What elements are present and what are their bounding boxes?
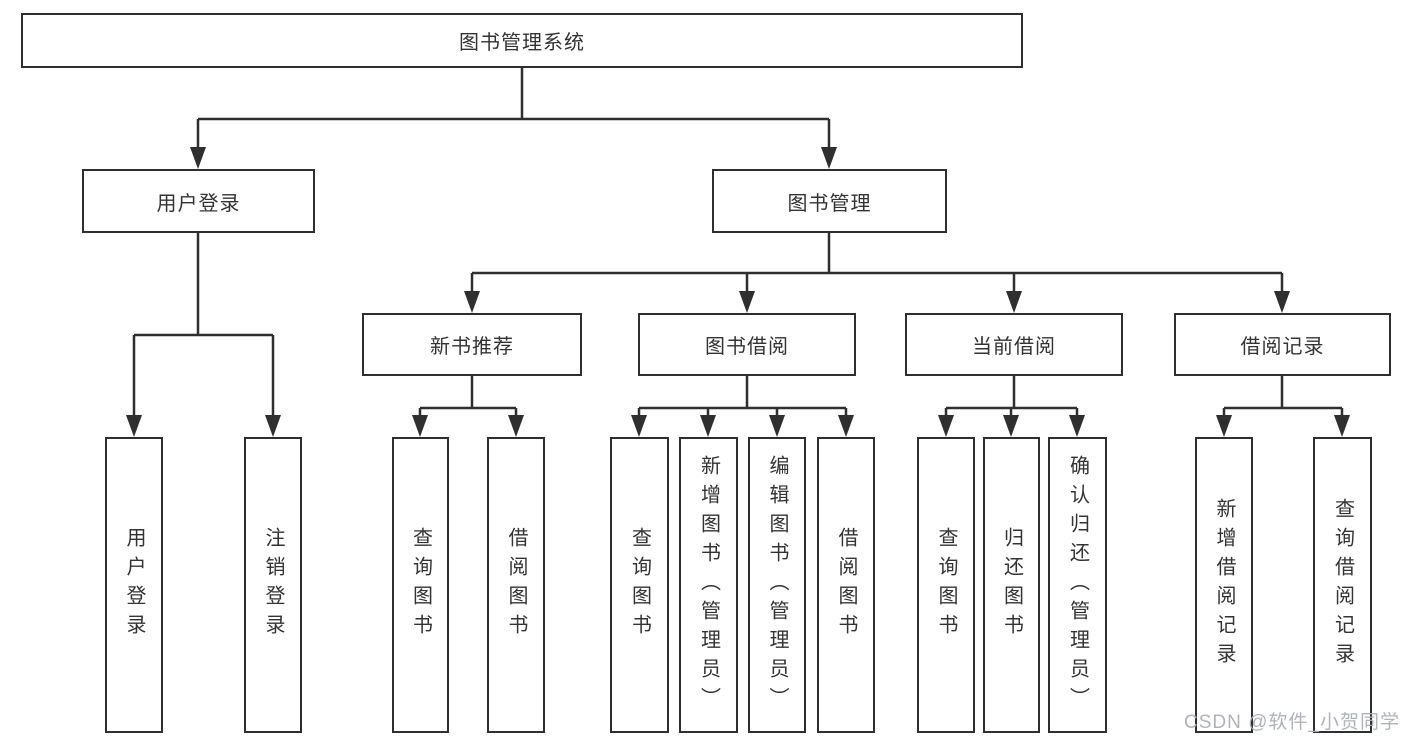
- leaf-label: 查询图书: [409, 527, 432, 643]
- node-label: 当前借阅: [972, 336, 1056, 358]
- leaf-confirm-return-admin: 确认归还（管理员）: [1048, 437, 1107, 733]
- leaf-query-books-borrowing: 查询图书: [610, 437, 669, 733]
- node-label: 图书借阅: [705, 336, 789, 358]
- leaf-label: 归还图书: [1000, 527, 1023, 643]
- leaf-label: 新增借阅记录: [1213, 498, 1235, 672]
- leaf-label: 编辑图书（管理员）: [766, 454, 788, 716]
- leaf-add-book-admin: 新增图书（管理员）: [679, 437, 738, 733]
- leaf-user-login: 用户登录: [105, 437, 163, 733]
- leaf-label: 借阅图书: [835, 527, 857, 643]
- leaf-label: 查询图书: [628, 527, 651, 643]
- leaf-label: 确认归还（管理员）: [1066, 454, 1089, 716]
- leaf-label: 查询图书: [935, 527, 957, 643]
- node-user-login: 用户登录: [82, 169, 315, 233]
- node-book-management: 图书管理: [712, 169, 947, 233]
- csdn-watermark: CSDN @软件_小贺同学: [1184, 712, 1400, 733]
- node-borrowing-records: 借阅记录: [1174, 313, 1391, 376]
- leaf-borrow-books-recommend: 借阅图书: [487, 437, 545, 733]
- leaf-return-book: 归还图书: [983, 437, 1040, 733]
- leaf-edit-book-admin: 编辑图书（管理员）: [748, 437, 806, 733]
- node-label: 借阅记录: [1240, 336, 1325, 358]
- leaf-query-books-current: 查询图书: [917, 437, 975, 733]
- node-book-borrowing: 图书借阅: [638, 313, 856, 376]
- node-label: 用户登录: [156, 192, 241, 215]
- leaf-query-borrow-record: 查询借阅记录: [1313, 437, 1372, 733]
- node-library-management-system: 图书管理系统: [21, 13, 1023, 68]
- leaf-label: 新增图书（管理员）: [697, 454, 720, 716]
- leaf-add-borrow-record: 新增借阅记录: [1195, 437, 1253, 733]
- node-label: 新书推荐: [430, 336, 514, 358]
- leaf-query-books-recommend: 查询图书: [392, 437, 449, 733]
- leaf-label: 借阅图书: [505, 527, 527, 643]
- leaf-label: 注销登录: [262, 527, 284, 643]
- node-label: 图书管理: [787, 192, 872, 215]
- leaf-borrow-books-borrowing: 借阅图书: [817, 437, 875, 733]
- leaf-logout: 注销登录: [244, 437, 302, 733]
- node-current-borrowing: 当前借阅: [905, 313, 1123, 376]
- leaf-label: 用户登录: [123, 527, 145, 643]
- leaf-label: 查询借阅记录: [1331, 498, 1354, 672]
- node-new-book-recommend: 新书推荐: [362, 313, 582, 376]
- node-label: 图书管理系统: [459, 32, 585, 54]
